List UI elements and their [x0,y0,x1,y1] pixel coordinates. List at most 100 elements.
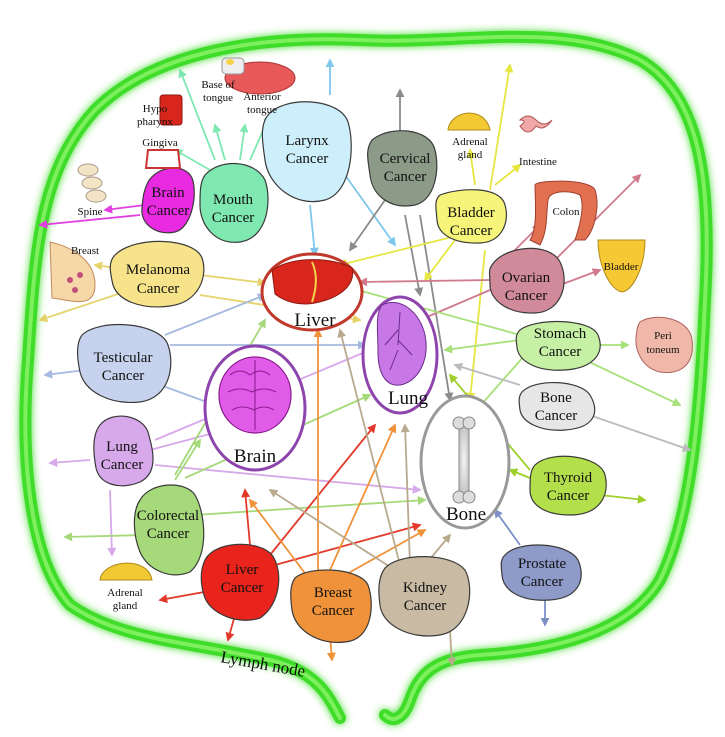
arrow [554,173,642,261]
svg-text:Cancer: Cancer [221,580,263,596]
svg-text:Bladder: Bladder [604,261,639,273]
mouth-cancer: Mouth Cancer [199,162,269,243]
arrow [103,204,146,214]
bladder-icon [597,239,646,293]
adrenal-gland-icon [447,112,491,131]
brain-label: Brain [234,446,277,467]
arrow [418,289,491,322]
svg-text:Cancer: Cancer [147,526,189,542]
liver-icon [271,259,354,305]
arrow [338,234,461,268]
svg-text:Cancer: Cancer [535,408,577,424]
svg-text:Gingiva: Gingiva [142,137,178,149]
intestine-site: Intestine [518,115,557,168]
bone-label: Bone [446,504,486,525]
bone-target: Bone [419,394,511,530]
arrow [559,268,602,286]
arrow [358,277,491,287]
svg-text:gland: gland [458,149,483,161]
svg-text:Thyroid: Thyroid [544,470,593,486]
arrow [239,123,249,161]
arrow [599,494,647,504]
stomach-cancer: Stomach Cancer [515,321,601,371]
svg-text:Cancer: Cancer [102,368,144,384]
svg-text:gland: gland [113,600,138,612]
colon-site: Colon [529,180,598,246]
arrow [419,214,454,402]
svg-text:Cancer: Cancer [547,488,589,504]
svg-text:Bone: Bone [540,390,572,406]
arrow [194,495,427,516]
liver-cancer: Liver Cancer [200,543,280,621]
larynx-cancer: Larynx Cancer [261,101,352,203]
svg-text:Mouth: Mouth [213,192,254,208]
lung-label: Lung [388,388,429,409]
svg-text:Stomach: Stomach [534,326,587,342]
arrow [212,123,226,161]
arrow [453,362,521,386]
bladder-site: Bladder [597,239,646,293]
svg-text:Intestine: Intestine [519,156,557,168]
svg-text:tongue: tongue [247,104,277,116]
svg-text:Colon: Colon [553,206,580,218]
svg-text:Ovarian: Ovarian [502,270,551,286]
svg-text:Cancer: Cancer [101,457,143,473]
bone-icon [452,416,476,504]
adrenal-top-site: Adrenal gland [447,112,491,161]
bladder-cancer: Bladder Cancer [435,189,507,244]
breast-icon [49,241,96,303]
arrow [508,468,531,479]
arrow [199,274,267,287]
arrow [269,423,377,556]
hypopharynx-site: Hypo pharynx [137,94,183,128]
breast-cancer: Breast Cancer [290,569,372,643]
arrow [329,423,397,571]
arrow [309,204,319,257]
melanoma-cancer: Melanoma Cancer [109,240,205,308]
tongue-site: Base of tongue Anterior tongue [201,57,296,116]
arrow [443,339,521,354]
svg-text:Cancer: Cancer [147,203,189,219]
svg-text:Larynx: Larynx [285,133,329,149]
arrow [423,239,456,282]
colon-icon [529,180,598,246]
ovarian-cancer: Ovarian Cancer [488,247,565,314]
svg-text:Hypo: Hypo [143,103,168,115]
svg-text:Cancer: Cancer [212,210,254,226]
arrow [274,522,422,566]
svg-text:Melanoma: Melanoma [126,262,190,278]
svg-text:toneum: toneum [647,344,680,356]
arrow [400,423,411,566]
svg-text:Liver: Liver [226,562,258,578]
svg-text:Cancer: Cancer [539,344,581,360]
svg-text:Cancer: Cancer [521,574,563,590]
svg-text:Breast: Breast [71,245,99,257]
svg-text:Cancer: Cancer [505,288,547,304]
intestine-icon [518,115,553,133]
svg-text:Spine: Spine [77,206,102,218]
svg-text:Colorectal: Colorectal [137,508,199,524]
arrow [174,438,201,481]
arrow [38,289,131,322]
arrow [268,489,396,571]
breast-site: Breast [49,241,99,303]
bone-cancer: Bone Cancer [518,382,596,431]
svg-text:pharynx: pharynx [137,116,174,128]
arrow [241,488,251,546]
arrow [447,629,457,667]
arrow [48,457,91,467]
brain-target: Brain [203,344,307,472]
svg-text:Brain: Brain [151,185,185,201]
spine-icon [77,163,107,203]
lymph-node-label: Lymph node [219,647,306,681]
arrow [466,148,476,186]
arrow [494,163,522,186]
kidney-cancer: Kidney Cancer [378,556,471,637]
svg-text:Adrenal: Adrenal [107,587,142,599]
arrow [154,464,422,494]
arrow [178,68,216,161]
arrow [173,149,211,171]
svg-text:Base of: Base of [201,79,235,91]
svg-text:Cancer: Cancer [137,281,179,297]
svg-text:Testicular: Testicular [94,350,153,366]
